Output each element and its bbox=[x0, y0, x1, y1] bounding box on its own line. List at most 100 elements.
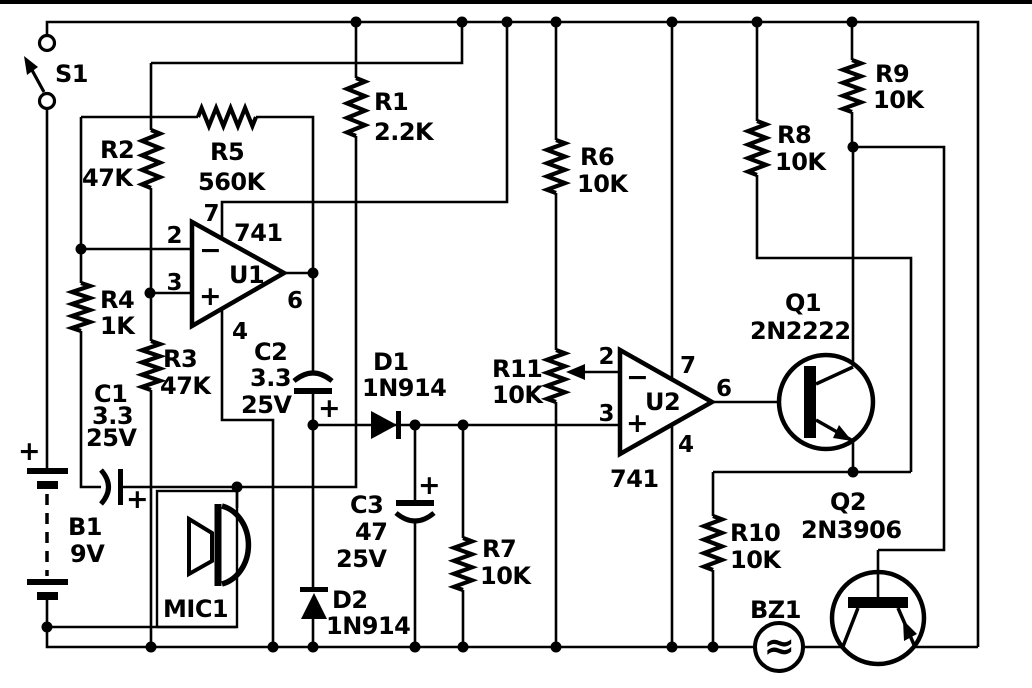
label-r6-ref: R6 bbox=[580, 143, 614, 171]
resistor-r4-symbol bbox=[65, 281, 97, 333]
label-r3-value: 47K bbox=[160, 372, 212, 400]
junction-dot bbox=[847, 466, 859, 478]
junction-dot bbox=[75, 243, 87, 255]
battery-b1-symbol bbox=[27, 468, 68, 600]
resistor-r2-symbol bbox=[136, 128, 166, 190]
resistor-r10-symbol bbox=[698, 514, 728, 572]
junction-dot bbox=[350, 16, 362, 28]
label-b1-value: 9V bbox=[70, 540, 105, 568]
label-d2-ref: D2 bbox=[332, 586, 368, 614]
label-u2-pin3: 3 bbox=[598, 401, 614, 427]
capacitor-c1-symbol bbox=[99, 468, 123, 506]
label-q1-ref: Q1 bbox=[785, 289, 821, 317]
resistor-r3-symbol bbox=[135, 339, 167, 392]
label-c3-plus: + bbox=[418, 470, 440, 501]
resistor-r11-symbol bbox=[540, 348, 572, 404]
label-u2-pin4: 4 bbox=[678, 432, 694, 458]
label-u2-plus: + bbox=[626, 408, 648, 439]
junction-dot bbox=[501, 16, 513, 28]
label-r5-ref: R5 bbox=[210, 138, 244, 166]
opamp-u2-symbol bbox=[617, 346, 717, 458]
label-r11-ref: R11 bbox=[492, 355, 542, 383]
label-layer: S1 + B1 9V R2 47K R5 560K R1 2.2K R6 10K… bbox=[18, 60, 926, 668]
label-r6-value: 10K bbox=[577, 170, 629, 198]
label-r11-value: 10K bbox=[492, 381, 544, 409]
label-r10-value: 10K bbox=[730, 546, 782, 574]
label-q2-value: 2N3906 bbox=[801, 516, 902, 544]
symbol-layer bbox=[24, 33, 927, 673]
transistor-q1-symbol bbox=[776, 352, 876, 452]
label-u2-part: 741 bbox=[610, 465, 659, 493]
label-c2-voltage: 25V bbox=[241, 391, 292, 419]
label-s1-ref: S1 bbox=[55, 60, 88, 88]
label-r3-ref: R3 bbox=[163, 345, 197, 373]
label-r4-value: 1K bbox=[100, 312, 136, 340]
label-d1-ref: D1 bbox=[373, 348, 409, 376]
resistor-r9-symbol bbox=[836, 58, 868, 114]
label-r1-ref: R1 bbox=[374, 88, 408, 116]
label-u1-ref: U1 bbox=[229, 261, 264, 289]
label-u1-plus: + bbox=[199, 281, 221, 312]
label-r9-ref: R9 bbox=[875, 60, 909, 88]
junction-dot bbox=[707, 641, 719, 653]
switch-s1-symbol bbox=[24, 33, 57, 111]
junction-dot bbox=[307, 641, 319, 653]
capacitor-c3-symbol bbox=[394, 500, 436, 524]
label-u1-pin7: 7 bbox=[203, 201, 219, 227]
label-b1-plus: + bbox=[18, 436, 40, 467]
label-u1-part: 741 bbox=[234, 219, 283, 247]
resistor-r6-symbol bbox=[540, 138, 572, 195]
label-u2-ref: U2 bbox=[645, 388, 680, 416]
resistor-r5-symbol bbox=[196, 102, 258, 132]
junction-dot bbox=[456, 16, 468, 28]
label-mic1-ref: MIC1 bbox=[163, 595, 228, 623]
resistor-r7-symbol bbox=[447, 536, 479, 592]
label-r1-value: 2.2K bbox=[374, 118, 435, 146]
resistor-r1-symbol bbox=[341, 76, 371, 138]
label-c3-value: 47 bbox=[355, 518, 387, 546]
diode-d2-symbol bbox=[300, 587, 328, 619]
label-c1-ref: C1 bbox=[94, 380, 127, 408]
label-r4-ref: R4 bbox=[100, 286, 134, 314]
junction-dot bbox=[145, 641, 157, 653]
label-b1-ref: B1 bbox=[68, 513, 102, 541]
label-u2-pin7: 7 bbox=[680, 353, 696, 379]
label-u1-minus: − bbox=[199, 235, 221, 266]
label-r5-value: 560K bbox=[198, 168, 267, 196]
label-u2-minus: − bbox=[626, 362, 648, 393]
label-bz1-symbol: ≈ bbox=[763, 624, 794, 668]
junction-dot bbox=[847, 141, 859, 153]
label-r7-value: 10K bbox=[480, 562, 532, 590]
label-c3-ref: C3 bbox=[350, 491, 383, 519]
capacitor-c2-symbol bbox=[292, 370, 334, 394]
label-c2-ref: C2 bbox=[254, 338, 287, 366]
label-u1-pin3: 3 bbox=[166, 270, 182, 296]
junction-dot bbox=[550, 16, 562, 28]
junction-dot bbox=[409, 419, 421, 431]
diode-d1-symbol bbox=[371, 411, 401, 439]
potentiometer-wiper-arrow bbox=[566, 364, 585, 380]
label-r2-value: 47K bbox=[82, 164, 134, 192]
junction-dot bbox=[231, 481, 243, 493]
label-r10-ref: R10 bbox=[730, 519, 780, 547]
label-u1-pin4: 4 bbox=[232, 319, 248, 345]
label-c2-plus: + bbox=[318, 393, 340, 424]
junction-dot bbox=[307, 267, 319, 279]
label-q1-value: 2N2222 bbox=[750, 317, 851, 345]
label-r9-value: 10K bbox=[873, 86, 925, 114]
label-u2-pin2: 2 bbox=[598, 344, 614, 370]
resistor-r8-symbol bbox=[742, 119, 772, 177]
buzzer-bz1-symbol bbox=[753, 621, 805, 673]
junction-dot bbox=[751, 16, 763, 28]
junction-dot bbox=[144, 287, 156, 299]
microphone-mic1-symbol bbox=[155, 489, 252, 629]
label-r8-ref: R8 bbox=[777, 121, 811, 149]
junction-dot bbox=[409, 641, 421, 653]
label-c1-plus: + bbox=[126, 484, 148, 515]
junction-dot bbox=[666, 641, 678, 653]
junction-dot bbox=[666, 16, 678, 28]
label-r8-value: 10K bbox=[775, 148, 827, 176]
label-u2-pin6: 6 bbox=[716, 376, 732, 402]
label-c1-voltage: 25V bbox=[86, 424, 137, 452]
junction-dot bbox=[267, 641, 279, 653]
